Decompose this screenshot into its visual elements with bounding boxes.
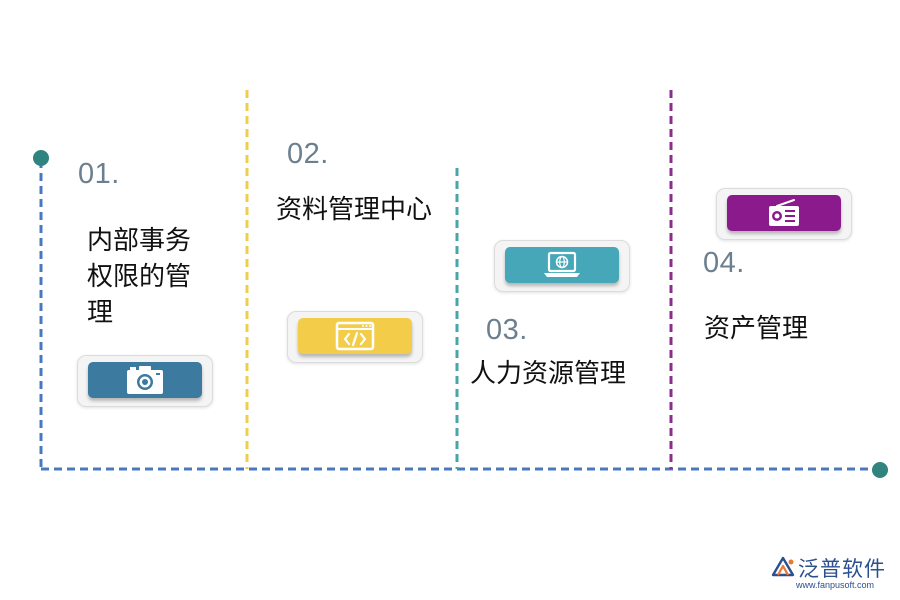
- brand-url: www.fanpusoft.com: [796, 580, 875, 590]
- step-1-number: 01.: [78, 158, 120, 190]
- step-1-title-line-3: 理: [87, 298, 114, 328]
- step-1-icon-card[interactable]: [77, 355, 213, 407]
- timeline-start-dot: [33, 150, 49, 166]
- timeline-end-dot: [872, 462, 888, 478]
- step-1-title-line-2: 权限的管: [87, 262, 192, 292]
- step-1-title: 内部事务 权限的管 理: [87, 223, 191, 331]
- laptop-globe-icon: [544, 251, 580, 277]
- step-3-title-line-1: 人力资源管理: [470, 359, 627, 389]
- step-4-number: 04.: [703, 247, 745, 279]
- code-window-icon: [335, 321, 375, 351]
- brand-name: 泛普软件: [798, 557, 886, 581]
- step-4-icon-card[interactable]: [716, 188, 852, 240]
- step-4-title-line-1: 资产管理: [704, 314, 809, 344]
- step-2-title: 资料管理中心: [276, 192, 432, 228]
- step-1-title-line-1: 内部事务: [87, 226, 192, 256]
- step-1-icon-button[interactable]: [88, 362, 202, 398]
- step-3-title: 人力资源管理: [470, 356, 626, 392]
- step-2-icon-card[interactable]: [287, 311, 423, 363]
- camera-icon: [127, 366, 163, 394]
- step-3-icon-card[interactable]: [494, 240, 630, 292]
- radio-icon: [769, 199, 799, 226]
- step-3-icon-button[interactable]: [505, 247, 619, 283]
- step-2-title-line-1: 资料管理中心: [276, 195, 433, 225]
- step-4-title: 资产管理: [704, 311, 808, 347]
- step-2-number: 02.: [287, 138, 329, 170]
- step-2-icon-button[interactable]: [298, 318, 412, 354]
- brand-logo: 泛普软件 www.fanpusoft.com: [770, 551, 895, 595]
- fanpu-logo-icon: [771, 556, 795, 577]
- step-3-number: 03.: [486, 314, 528, 346]
- step-4-icon-button[interactable]: [727, 195, 841, 231]
